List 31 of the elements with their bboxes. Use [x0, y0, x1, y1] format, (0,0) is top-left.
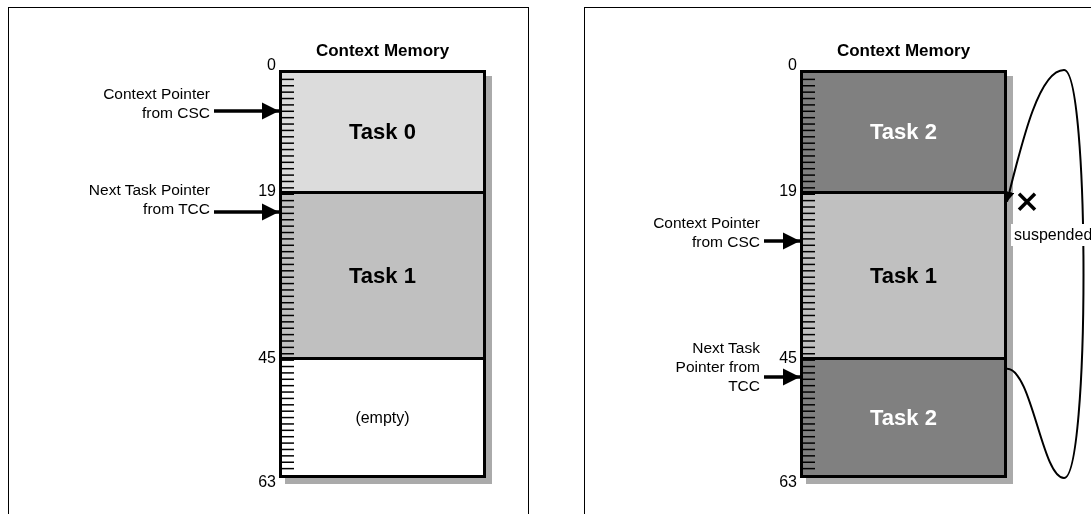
- address-label: 63: [257, 472, 276, 491]
- pointer-label: Next Task Pointer from TCC: [70, 180, 210, 218]
- pointer-label: Context Pointer from CSC: [88, 84, 210, 122]
- memory-segment: [803, 360, 1004, 475]
- address-label: 45: [257, 348, 276, 367]
- arrow: [764, 232, 800, 250]
- arrow: [764, 368, 800, 386]
- address-label: 0: [266, 55, 276, 74]
- memory-segment: [282, 73, 483, 195]
- segment-label: Task 0: [349, 119, 416, 146]
- segment-label: Task 2: [870, 119, 937, 146]
- arrow: [214, 102, 279, 120]
- edge-label: suspended: [1011, 223, 1091, 246]
- memory-segment: [803, 73, 1004, 195]
- address-label: 0: [787, 55, 797, 74]
- pointer-label: Context Pointer from CSC: [638, 213, 760, 251]
- segment-label: Task 1: [870, 262, 937, 289]
- segment-label: (empty): [355, 408, 410, 427]
- memory-heading: Context Memory: [835, 41, 972, 61]
- memory-heading: Context Memory: [314, 41, 451, 61]
- memory-segment: [282, 194, 483, 361]
- address-label: 45: [778, 348, 797, 367]
- segment-label: Task 2: [870, 404, 937, 431]
- address-label: 19: [257, 181, 276, 200]
- address-label: 19: [778, 181, 797, 200]
- segment-label: Task 1: [349, 262, 416, 289]
- pointer-label: Next Task Pointer from TCC: [670, 338, 760, 395]
- arrow: [214, 203, 279, 221]
- arrow: [1004, 69, 1085, 479]
- memory-segment: [803, 194, 1004, 361]
- address-label: 63: [778, 472, 797, 491]
